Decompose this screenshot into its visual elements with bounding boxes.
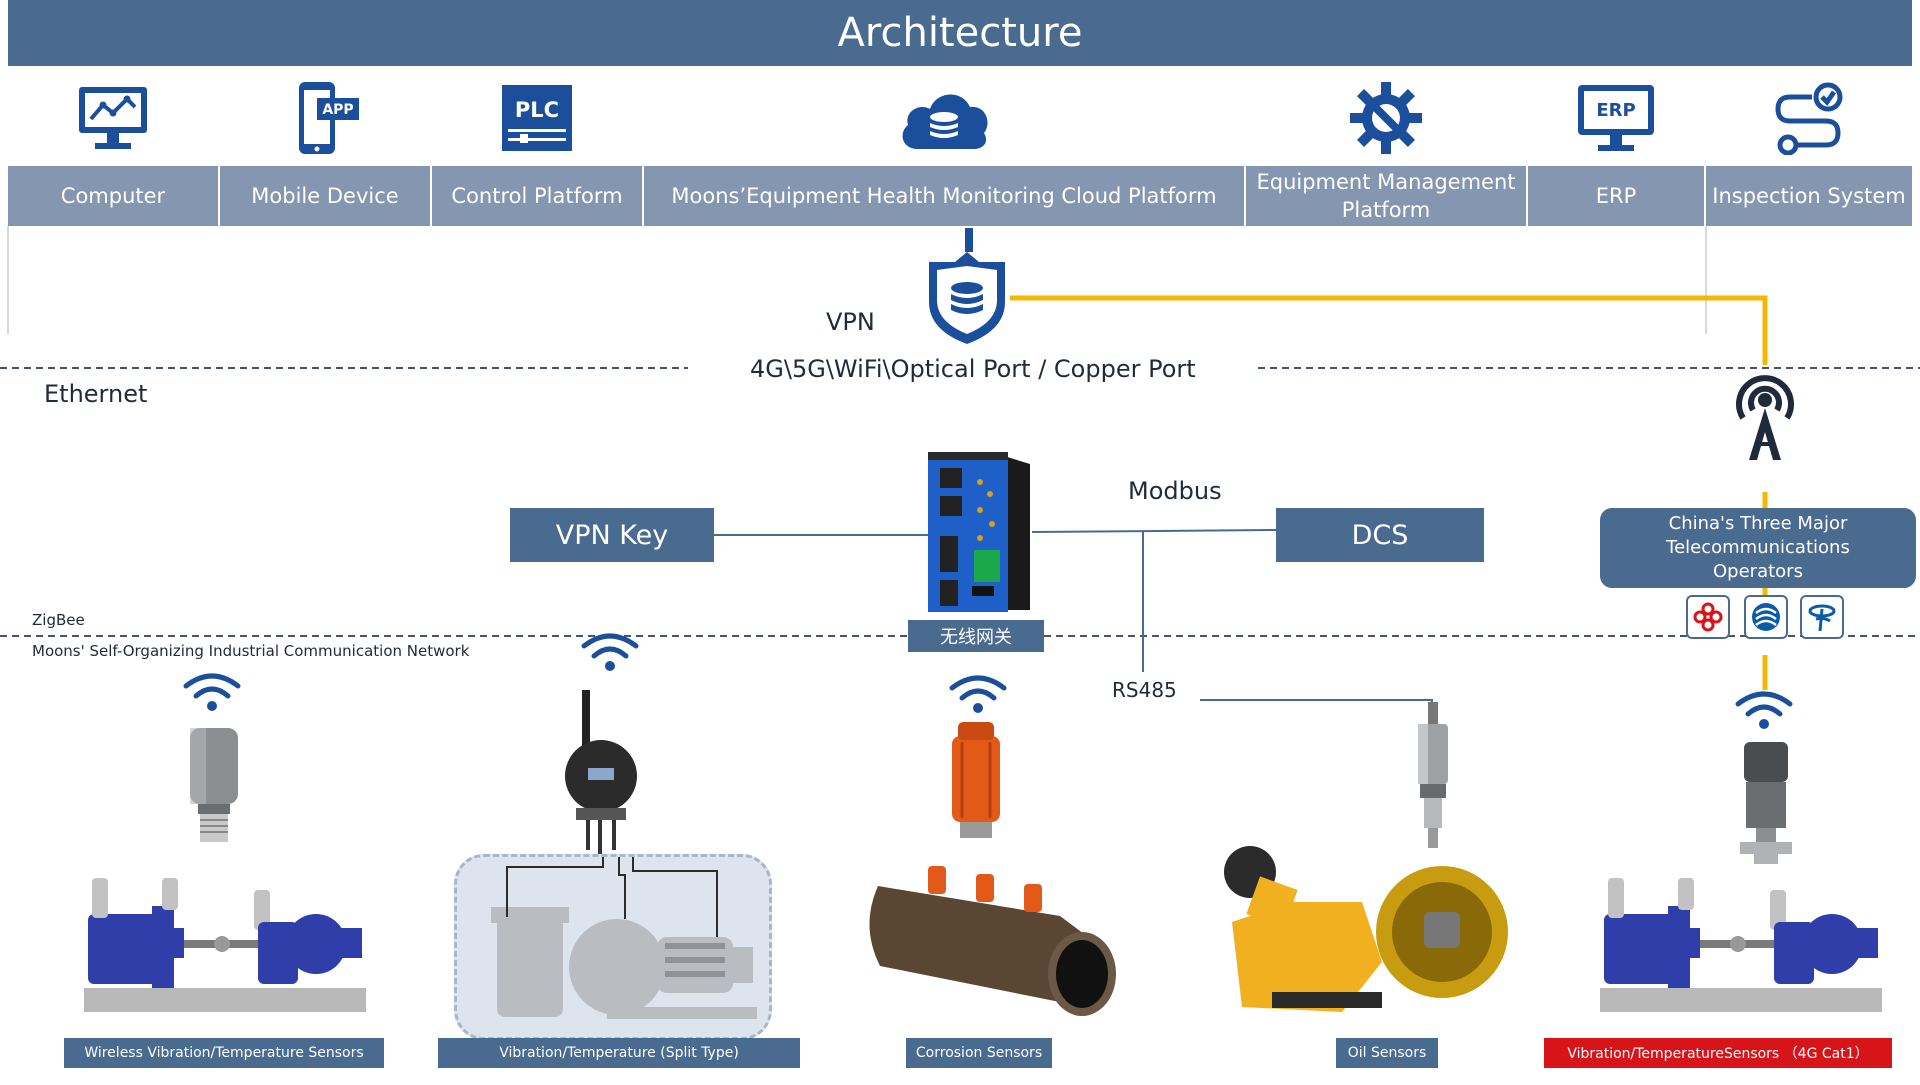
platform-computer: Computer [8,166,220,226]
split-type-pump-image [454,854,772,1040]
wireless-vibration-sensor [184,722,244,850]
vpn-key-box: VPN Key [510,508,714,562]
china-unicom-logo-icon [1686,595,1730,639]
caption-4g-sensors: Vibration/TemperatureSensors （4G Cat1） [1544,1038,1892,1068]
platform-control: Control Platform [432,166,644,226]
erp-badge-text: ERP [1596,100,1635,121]
wifi-icon [946,672,1010,720]
caption-corrosion: Corrosion Sensors [906,1038,1052,1068]
wifi-icon [180,670,244,718]
uplink-label: 4G\5G\WiFi\Optical Port / Copper Port [750,355,1196,383]
oil-sensor-machinery-image [1212,842,1512,1016]
plc-badge-text: PLC [515,98,559,122]
corrosion-sensor [946,722,1006,846]
platform-equipment-management: Equipment Management Platform [1246,166,1528,226]
oil-sensor [1408,702,1458,852]
secure-gateway-shield-icon [925,250,1009,350]
platform-cloud: Moons’Equipment Health Monitoring Cloud … [644,166,1246,226]
china-mobile-logo-icon [1744,595,1788,639]
computer-monitor-icon [8,70,218,166]
wireless-gateway-device [924,450,1032,619]
platform-label-bar [8,166,1912,226]
ethernet-label: Ethernet [44,380,148,408]
4g-vibration-sensor [1736,742,1796,870]
wifi-icon [578,630,642,678]
telecom-operators-box: China's Three Major Telecommunications O… [1600,508,1916,588]
erp-monitor-icon: ERP [1528,70,1704,166]
mobile-app-icon: APP [220,70,430,166]
page-title: Architecture [8,0,1912,66]
platform-erp: ERP [1528,166,1706,226]
rs485-label: RS485 [1112,678,1177,702]
wifi-icon [1732,688,1796,736]
platform-mobile-device: Mobile Device [220,166,432,226]
dcs-box: DCS [1276,508,1484,562]
zigbee-label: ZigBee [32,611,85,629]
cloud-database-icon [644,70,1244,166]
vpn-label: VPN [826,308,875,336]
gear-wrench-icon [1246,70,1526,166]
self-network-label: Moons' Self-Organizing Industrial Commun… [32,642,470,660]
caption-wireless-sensors: Wireless Vibration/Temperature Sensors [64,1038,384,1068]
app-badge-text: APP [322,102,353,118]
modbus-label: Modbus [1128,477,1222,505]
pump-motor-assembly-image [1598,878,1884,1022]
pump-motor-assembly-image [82,878,368,1022]
gateway-label: 无线网关 [908,620,1044,652]
caption-split-type: Vibration/Temperature (Split Type) [438,1038,800,1068]
platform-inspection: Inspection System [1712,184,1906,208]
split-type-vibration-sensor [556,690,646,864]
corrosion-pipe-image [860,856,1116,1020]
caption-oil: Oil Sensors [1336,1038,1438,1068]
plc-icon: PLC [432,70,642,166]
cell-tower-icon [1725,362,1805,466]
route-check-icon [1706,70,1912,166]
china-telecom-logo-icon [1800,595,1844,639]
